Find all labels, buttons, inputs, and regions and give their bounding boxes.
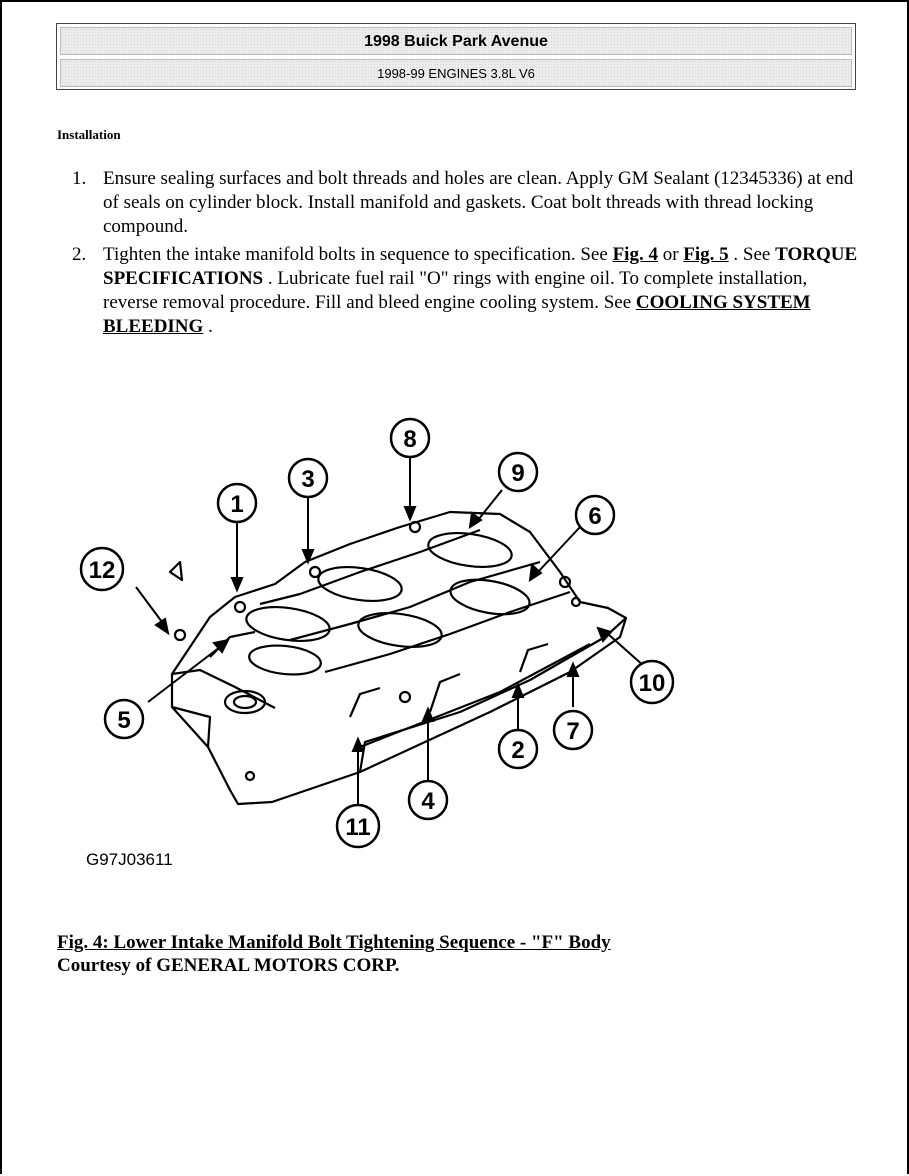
step-text: Ensure sealing surfaces and bolt threads…	[103, 168, 854, 237]
step-text: . See	[728, 244, 776, 265]
manifold-outline	[170, 510, 628, 806]
intake-port	[245, 606, 331, 642]
callout-circle	[407, 779, 449, 821]
callout-label: 5	[117, 707, 130, 734]
callout-circle	[216, 482, 258, 524]
step-text: Tighten the intake manifold bolts in seq…	[103, 244, 613, 265]
caption-courtesy: Courtesy of GENERAL MOTORS CORP.	[57, 955, 400, 976]
intake-port	[357, 612, 443, 648]
callout-label: 12	[89, 557, 116, 584]
intake-port	[248, 644, 322, 676]
callout-circle	[552, 709, 594, 751]
manifold-illustration: 1 2 3 4 5 6 7 8 9 10 11 12	[79, 417, 675, 849]
cooling-system-bleeding-link[interactable]: COOLING SYSTEM BLEEDING	[103, 292, 811, 337]
step-text: .	[203, 316, 213, 337]
step-item: 1. Ensure sealing surfaces and bolt thre…	[66, 167, 866, 239]
step-item: 2. Tighten the intake manifold bolts in …	[66, 243, 866, 339]
callout-label: 8	[403, 426, 416, 453]
callout-label: 10	[639, 670, 666, 697]
callout-circle	[103, 698, 145, 740]
manifold-figure: 1 2 3 4 5 6 7 8 9 10 11 12	[60, 412, 700, 882]
callout-label: 7	[566, 718, 579, 745]
installation-steps: 1. Ensure sealing surfaces and bolt thre…	[66, 167, 866, 343]
document-header: 1998 Buick Park Avenue 1998-99 ENGINES 3…	[56, 23, 856, 90]
coolant-port	[223, 689, 267, 715]
step-text: . Lubricate fuel rail "O" rings with eng…	[103, 268, 808, 313]
callout-label: 6	[588, 503, 601, 530]
callout-label: 11	[345, 814, 370, 841]
figure-caption: Fig. 4: Lower Intake Manifold Bolt Tight…	[57, 931, 611, 977]
caption-title: Fig. 4: Lower Intake Manifold Bolt Tight…	[57, 932, 611, 953]
callout-circle	[79, 546, 125, 592]
callout-label: 2	[511, 737, 524, 764]
callout-label: 9	[511, 460, 524, 487]
step-text: or	[657, 244, 684, 265]
intake-port	[317, 566, 403, 602]
callout-circle	[287, 457, 329, 499]
callout-circle	[629, 659, 675, 705]
callout-label: 3	[301, 466, 314, 493]
callout-circle	[574, 494, 616, 536]
figure-code: G97J03611	[86, 850, 173, 869]
callout-circle	[497, 728, 539, 770]
intake-port	[449, 578, 531, 616]
fig-4-link[interactable]: Fig. 4	[612, 244, 658, 265]
intake-port	[427, 532, 513, 568]
callout-circle	[335, 803, 381, 849]
section-heading: Installation	[57, 127, 121, 142]
vehicle-title: 1998 Buick Park Avenue	[60, 27, 852, 55]
step-number: 2.	[72, 244, 87, 265]
callout-circle	[497, 451, 539, 493]
callout-label: 1	[230, 491, 243, 518]
callout-label: 4	[421, 788, 435, 815]
torque-specifications-ref[interactable]: TORQUE SPECIFICATIONS	[103, 244, 858, 289]
engine-subtitle: 1998-99 ENGINES 3.8L V6	[60, 59, 852, 87]
step-number: 1.	[72, 168, 87, 189]
fig-5-link[interactable]: Fig. 5	[683, 244, 729, 265]
callout-circle	[389, 417, 431, 459]
